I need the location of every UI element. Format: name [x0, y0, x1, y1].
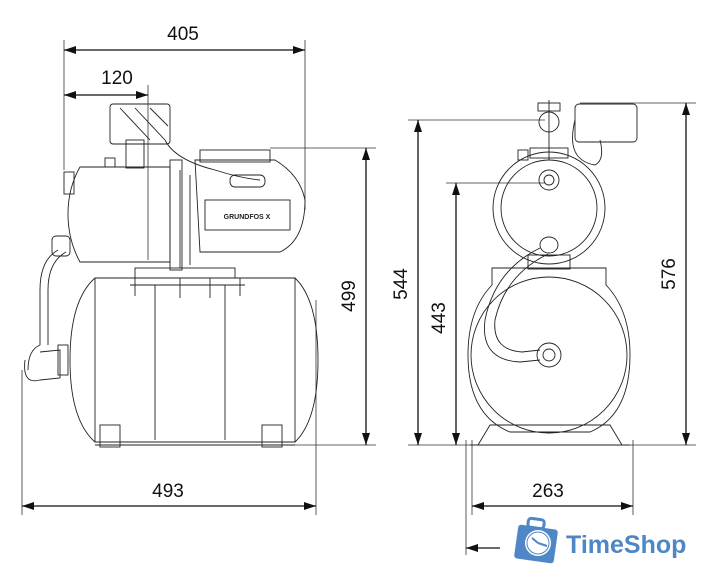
dim-576-label: 576: [659, 258, 680, 290]
pump-front: [492, 100, 638, 270]
dim-493-label: 493: [152, 481, 184, 502]
brand-label: GRUNDFOS X: [224, 214, 271, 221]
pressure-tank-front: [467, 267, 631, 446]
pressure-switch: [109, 103, 171, 145]
hose-side: [24, 235, 71, 382]
dim-443-label: 443: [429, 302, 450, 334]
dim-263-label: 263: [532, 481, 564, 502]
logo-text: TimeShop: [566, 531, 686, 559]
dim-120-label: 120: [101, 68, 133, 89]
front-view: 544 443 576 263: [391, 100, 696, 555]
dim-405-label: 405: [167, 24, 199, 45]
dim-499-label: 499: [339, 280, 360, 312]
motor: [194, 159, 306, 253]
timeshop-logo: TimeShop: [514, 516, 686, 564]
control-box: [574, 103, 638, 143]
pump-body-side: GRUNDFOS X: [63, 103, 306, 271]
pressure-tank-side: [69, 267, 319, 448]
hose-front: [483, 236, 559, 363]
dim-544-label: 544: [391, 268, 412, 300]
side-view: 405 120 499 493: [21, 24, 376, 515]
